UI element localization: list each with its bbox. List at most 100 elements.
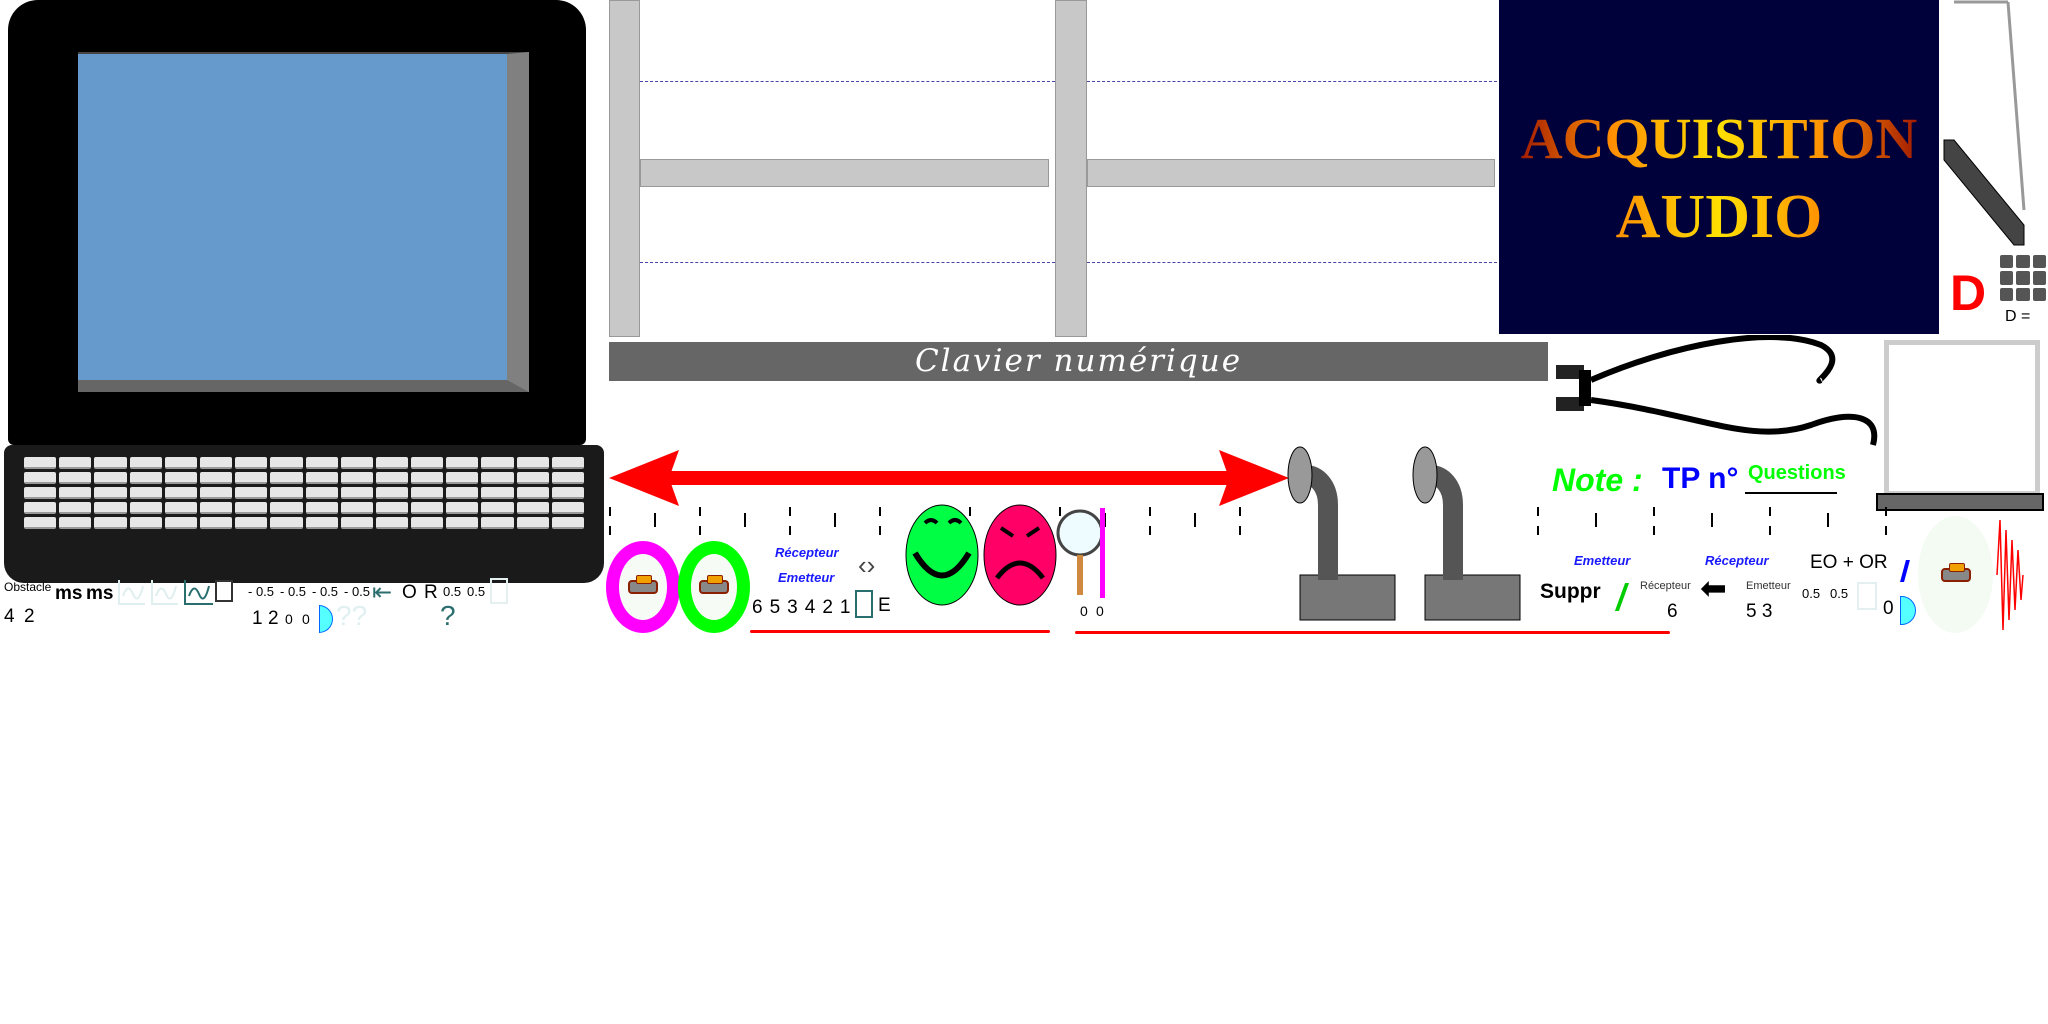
laptop-screen[interactable] bbox=[78, 52, 529, 392]
emitter-label: Emetteur bbox=[778, 570, 835, 585]
keypad-key bbox=[2016, 271, 2030, 285]
zero-value: 0 bbox=[1080, 603, 1088, 619]
blue-slash bbox=[1900, 560, 1910, 582]
keypad-key bbox=[2000, 255, 2014, 269]
keyboard-key bbox=[551, 457, 584, 469]
order-digit: 2 bbox=[822, 597, 833, 618]
row-value: 4 bbox=[4, 606, 15, 627]
keypad-key bbox=[2000, 271, 2014, 285]
keyboard-key bbox=[305, 517, 338, 529]
keypad-icon[interactable] bbox=[2000, 255, 2046, 301]
note-label: Note : bbox=[1552, 462, 1643, 498]
document-icon[interactable] bbox=[490, 578, 508, 604]
chart-icons[interactable] bbox=[115, 578, 235, 608]
dashed-line bbox=[640, 81, 1055, 82]
cable-connector-icon bbox=[1556, 335, 1878, 446]
push-button-icon bbox=[1940, 562, 1971, 582]
keyboard-key bbox=[375, 472, 409, 484]
smileys[interactable] bbox=[905, 503, 1105, 611]
keyboard-key bbox=[59, 502, 92, 514]
value-label: 0.5 bbox=[1802, 586, 1821, 601]
keyboard-key bbox=[164, 502, 197, 514]
keyboard-key bbox=[481, 457, 514, 469]
document-icon[interactable] bbox=[1857, 582, 1877, 610]
acquisition-banner: ACQUISITION AUDIO bbox=[1499, 0, 1939, 334]
count: 1 bbox=[252, 608, 263, 629]
keyboard-key bbox=[411, 457, 444, 469]
keyboard-key bbox=[446, 457, 479, 469]
push-button[interactable] bbox=[1918, 516, 1993, 633]
zero-value: 0 bbox=[1096, 603, 1104, 619]
keyboard-key bbox=[235, 457, 268, 469]
earphones-icon[interactable] bbox=[1286, 445, 1536, 625]
post-left-arm bbox=[640, 159, 1049, 187]
keypad-key bbox=[2032, 287, 2046, 301]
code-brackets-icon[interactable]: ‹› bbox=[858, 550, 876, 580]
order-digit: 3 bbox=[787, 597, 798, 618]
keyboard-key bbox=[305, 487, 338, 499]
o-label: O bbox=[402, 582, 417, 603]
keyboard-key bbox=[446, 487, 479, 499]
keyboard-key bbox=[164, 472, 197, 484]
keyboard-key bbox=[24, 457, 57, 469]
receiver-label: Récepteur bbox=[1705, 553, 1769, 568]
keyboard-key bbox=[59, 457, 92, 469]
order-digit: 6 bbox=[752, 597, 763, 618]
glass-container-base bbox=[1876, 493, 2044, 511]
keyboard-key bbox=[551, 487, 584, 499]
receiver-button-green[interactable] bbox=[678, 541, 750, 633]
keyboard-key bbox=[59, 487, 92, 499]
keyboard-key bbox=[164, 457, 197, 469]
ruler-tick bbox=[1827, 513, 1829, 527]
ruler-tick bbox=[1595, 513, 1597, 527]
keyboard-key bbox=[94, 472, 127, 484]
offset-value: - 0.5 bbox=[248, 584, 275, 599]
ms-label: ms bbox=[86, 583, 114, 604]
ruler-tick bbox=[1239, 507, 1241, 535]
keyboard-key bbox=[375, 517, 409, 529]
double-arrow-icon[interactable] bbox=[609, 450, 1289, 506]
help-icon[interactable]: ?? bbox=[336, 600, 368, 631]
keypad-key bbox=[2016, 287, 2030, 301]
keyboard-key bbox=[446, 472, 479, 484]
keyboard-key bbox=[481, 472, 514, 484]
checklist-icon[interactable] bbox=[855, 590, 873, 618]
keypad-bar[interactable]: Clavier numérique bbox=[609, 342, 1548, 381]
exit-icon[interactable]: ⇤ bbox=[372, 579, 393, 606]
offset-value: - 0.5 bbox=[312, 584, 339, 599]
banner-line2: AUDIO bbox=[1499, 182, 1939, 253]
left-arrow-icon[interactable]: ⬅ bbox=[1700, 570, 1727, 606]
keyboard-key bbox=[411, 502, 444, 514]
keyboard-key bbox=[305, 472, 338, 484]
keyboard-key bbox=[94, 487, 127, 499]
keyboard-key bbox=[516, 457, 549, 469]
ruler-tick bbox=[699, 507, 701, 535]
keyboard-key bbox=[340, 487, 373, 499]
distance-symbol: D bbox=[1950, 265, 1987, 321]
keyboard-key bbox=[94, 457, 127, 469]
keyboard-key bbox=[481, 517, 514, 529]
keyboard-key bbox=[94, 502, 127, 514]
ruler-tick bbox=[1653, 507, 1655, 535]
keyboard-key bbox=[411, 517, 444, 529]
keyboard-key bbox=[24, 487, 57, 499]
keyboard-key bbox=[199, 502, 233, 514]
questions-underline bbox=[1745, 492, 1837, 494]
waveform-icon bbox=[1996, 519, 2024, 631]
keyboard-key bbox=[270, 517, 303, 529]
ruler-tick bbox=[744, 513, 746, 527]
keyboard-key bbox=[199, 457, 233, 469]
questions-label[interactable]: Questions bbox=[1748, 462, 1846, 484]
order-digit: 4 bbox=[804, 597, 816, 618]
keyboard-key bbox=[516, 472, 549, 484]
keyboard-key bbox=[551, 517, 584, 529]
r-label: R bbox=[424, 582, 438, 603]
value-label: 0.5 bbox=[443, 584, 462, 599]
delete-button[interactable]: Suppr bbox=[1540, 580, 1601, 603]
keyboard-key bbox=[129, 487, 162, 499]
emitter-button-magenta[interactable] bbox=[606, 541, 680, 633]
help-icon[interactable]: ? bbox=[440, 600, 456, 631]
emitter-label: Emetteur bbox=[1574, 553, 1631, 568]
keyboard-key bbox=[340, 457, 373, 469]
keypad-key bbox=[2032, 271, 2046, 285]
